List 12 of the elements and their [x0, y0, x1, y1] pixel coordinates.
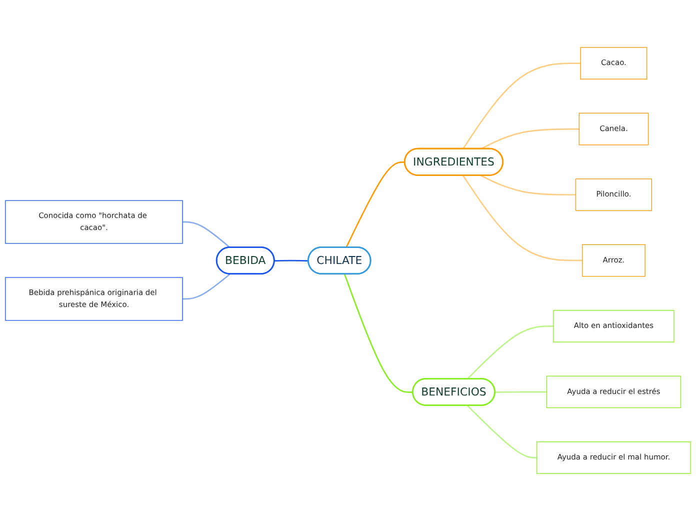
connector: [462, 174, 582, 261]
connector: [480, 174, 576, 195]
connector: [274, 259, 309, 262]
connector: [346, 161, 405, 248]
connector: [480, 128, 580, 150]
connector: [182, 220, 230, 248]
connector: [182, 273, 230, 300]
connector: [495, 390, 547, 392]
connector: [462, 62, 581, 149]
connector: [466, 404, 537, 458]
connector: [466, 325, 554, 379]
connector: [344, 273, 414, 392]
